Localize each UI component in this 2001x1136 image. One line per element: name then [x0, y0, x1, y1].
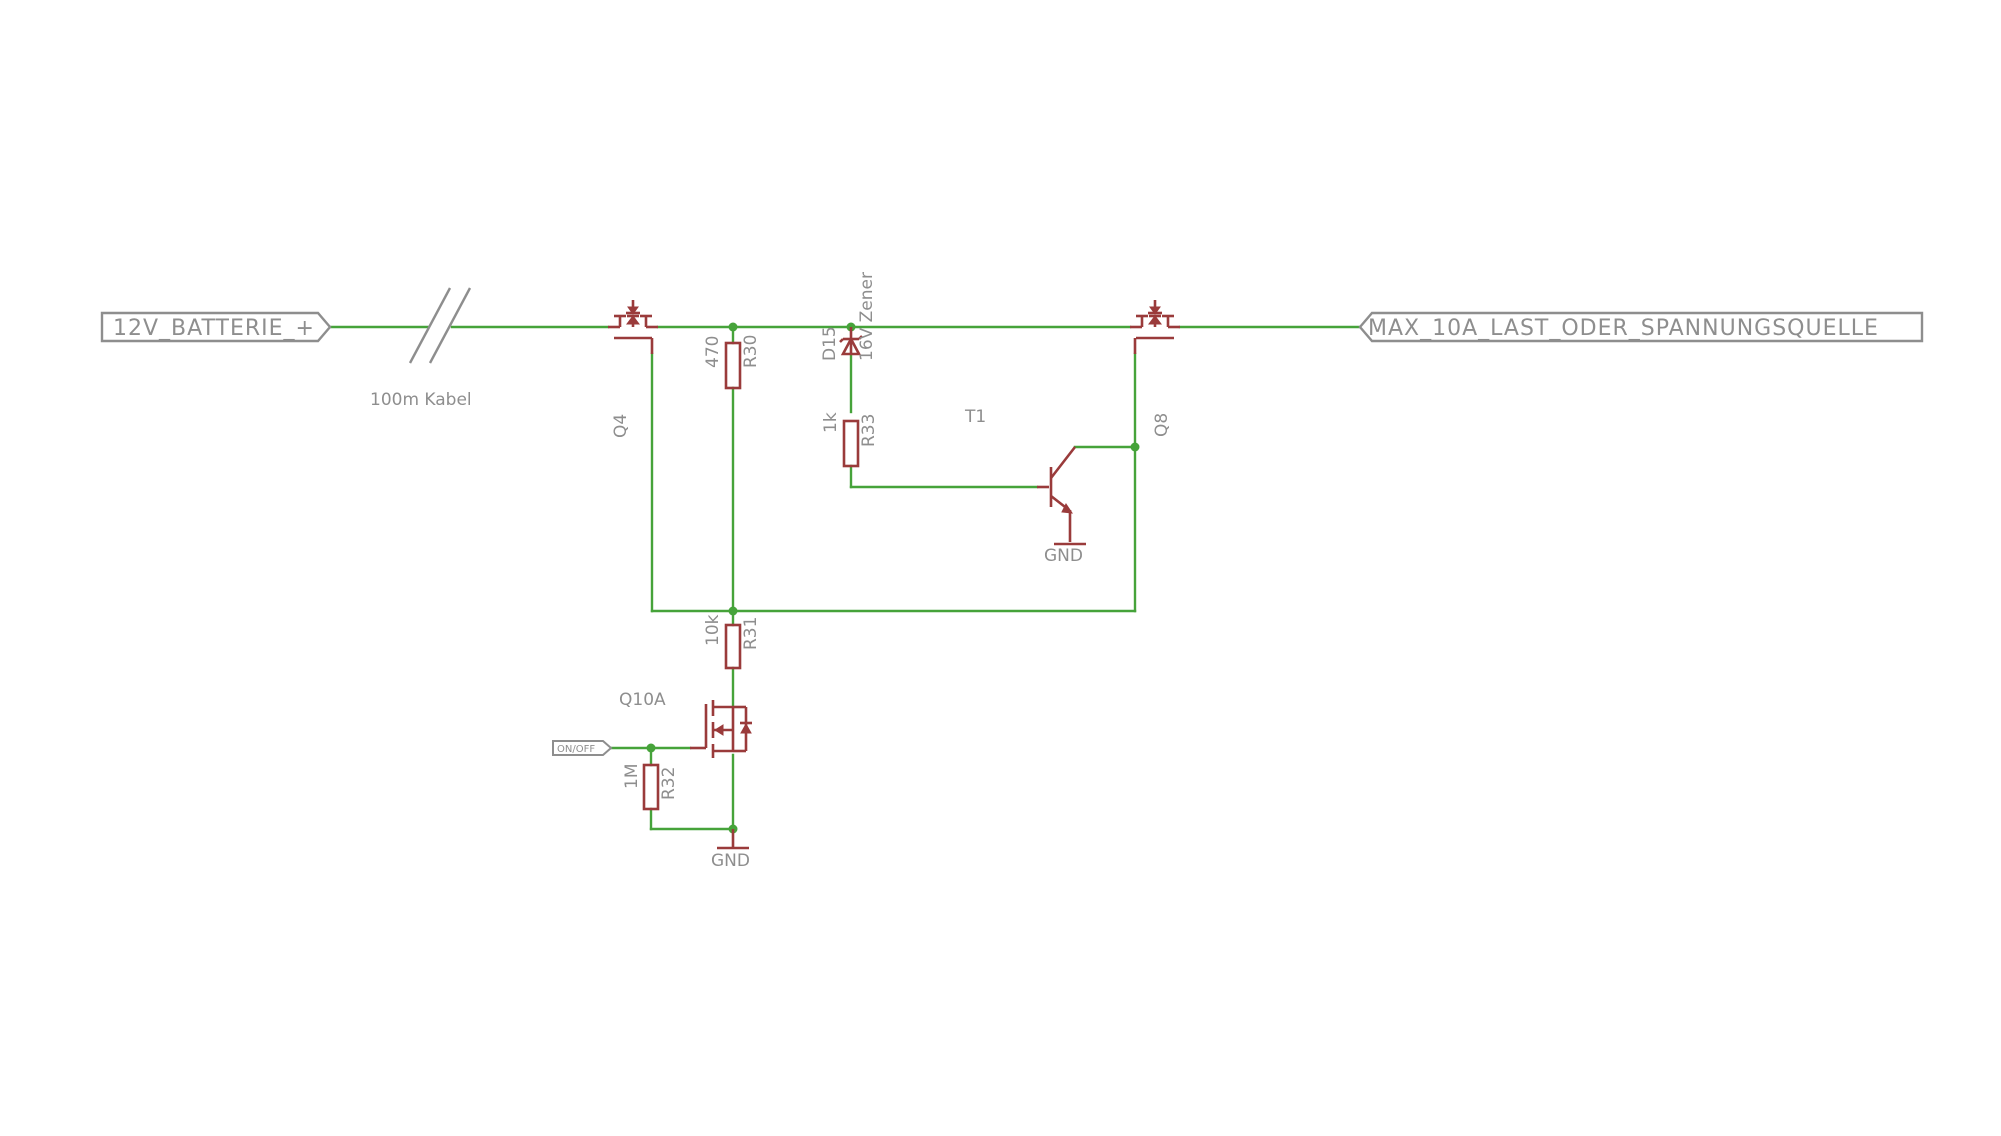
cable-label: 100m Kabel [370, 390, 472, 410]
r30-resistor [724, 341, 742, 390]
r33-value: 1k [821, 412, 841, 433]
junction-gate-node [728, 606, 738, 616]
gnd-t1-label: GND [1044, 546, 1083, 566]
cable-slash-right [428, 287, 472, 364]
port-onoff-frame [552, 740, 613, 756]
cable-symbol: 100m Kabel [370, 287, 472, 410]
d15-value: 16V Zener [857, 272, 877, 361]
q8-label: Q8 [1152, 413, 1172, 437]
r31-resistor [724, 623, 742, 670]
junctions [646, 322, 1140, 834]
port-battery: 12V_BATTERIE_+ [100, 311, 332, 343]
cable-slash-left [408, 287, 452, 364]
r32-value: 1M [622, 764, 642, 789]
t1-npn-transistor [1037, 446, 1086, 546]
q4-label: Q4 [611, 414, 631, 438]
q8-mosfet [1130, 300, 1180, 354]
port-battery-frame [100, 311, 332, 343]
r33-resistor [842, 419, 860, 468]
junction-r30 [728, 322, 738, 332]
q10a-label: Q10A [619, 690, 666, 710]
r32-resistor [642, 763, 660, 811]
r30-value: 470 [703, 336, 723, 368]
r32-name: R32 [659, 767, 679, 800]
d15-name: D15 [820, 326, 840, 361]
r31-value: 10k [703, 614, 723, 646]
wires [328, 325, 1362, 831]
port-load: MAX_10A_LAST_ODER_SPANNUNGSQUELLE [1358, 311, 1924, 343]
d15-zener [839, 327, 863, 356]
port-load-label: MAX_10A_LAST_ODER_SPANNUNGSQUELLE [1368, 316, 1879, 341]
q4-mosfet [608, 300, 658, 354]
q10a-mosfet [690, 700, 752, 758]
junction-q8-gate [1130, 442, 1140, 452]
r30-name: R30 [741, 335, 761, 368]
junction-onoff [646, 743, 656, 753]
r33-name: R33 [859, 414, 879, 447]
t1-label: T1 [964, 407, 986, 427]
gnd-q10a-label: GND [711, 851, 750, 871]
port-load-frame [1358, 311, 1924, 343]
port-onoff: ON/OFF [552, 740, 613, 756]
port-onoff-label: ON/OFF [557, 744, 595, 755]
r31-name: R31 [741, 617, 761, 650]
port-battery-label: 12V_BATTERIE_+ [113, 316, 315, 341]
